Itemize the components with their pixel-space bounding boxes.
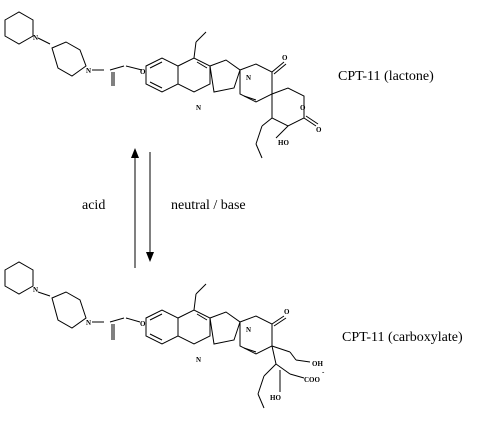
lactone-o-ring: O <box>300 104 306 112</box>
arrow-up-head <box>131 148 139 158</box>
carboxylate-benzene-ring <box>145 309 179 345</box>
lactone-o-ester: O <box>140 68 146 76</box>
carboxylate-n-ring: N <box>246 326 251 334</box>
condition-neutral-base: neutral / base <box>171 198 246 213</box>
lactone-label: CPT-11 (lactone) <box>338 69 434 84</box>
carboxylate-charge: - <box>322 368 325 376</box>
carboxylate-five-ring <box>209 311 241 345</box>
lactone-hydroxyl: HO <box>278 139 289 147</box>
carboxylate-n-quinoline: N <box>196 356 201 364</box>
equilibrium-arrows <box>131 148 154 268</box>
carboxylate-structure: N N O N N O OH COO - HO <box>4 261 325 409</box>
carboxylate-n-amide: N <box>86 319 91 327</box>
lactone-o-lactone: O <box>316 126 322 134</box>
carboxylate-n-piperidine: N <box>33 286 38 294</box>
carboxylate-o-carbonyl: O <box>284 308 290 316</box>
lactone-n-quinoline: N <box>196 104 201 112</box>
lactone-pyridine-ring <box>177 57 211 93</box>
lactone-n-ring: N <box>246 74 251 82</box>
carboxylate-hydroxyl: HO <box>270 394 281 402</box>
carboxylate-label: CPT-11 (carboxylate) <box>342 330 463 345</box>
lactone-structure: N N O N N O O O HO <box>4 11 322 159</box>
carboxylate-o-ester: O <box>140 320 146 328</box>
condition-acid: acid <box>82 198 105 213</box>
carboxylate-hydroxymethyl: OH <box>312 360 323 368</box>
lactone-n-amide: N <box>86 67 91 75</box>
carboxylate-piperidine-ring <box>4 261 34 295</box>
carboxylate-bipiperidine-ring <box>51 291 87 329</box>
lactone-benzene-ring <box>145 57 179 93</box>
carboxylate-coo: COO <box>304 376 321 384</box>
carboxylate-pyridine-ring <box>177 309 211 345</box>
lactone-o-carbonyl: O <box>282 54 288 62</box>
lactone-bipiperidine-ring <box>51 41 87 77</box>
lactone-five-ring <box>209 59 241 93</box>
lactone-n-piperidine: N <box>33 34 38 42</box>
lactone-n-link <box>37 37 51 45</box>
arrow-down-head <box>146 252 154 262</box>
lactone-piperidine-ring <box>4 11 34 45</box>
